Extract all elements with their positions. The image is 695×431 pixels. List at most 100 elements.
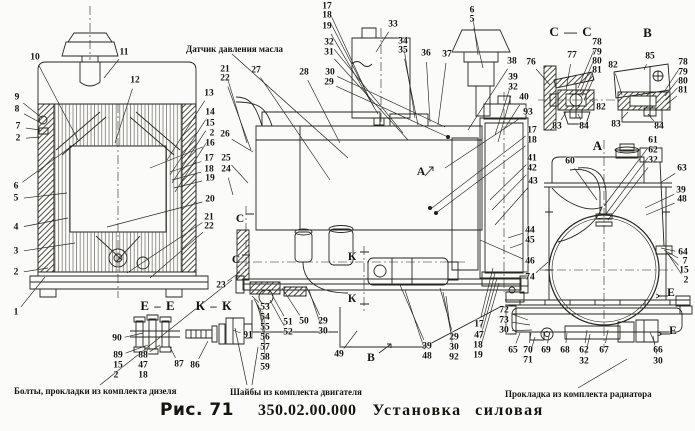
- callout-42: 42: [527, 163, 537, 174]
- callout-leader-lines: [21, 14, 682, 360]
- callout-52: 52: [283, 327, 293, 338]
- callout-61: 61: [648, 135, 658, 146]
- callout-30: 30: [653, 356, 663, 367]
- view-label-Е – Е: Е – Е: [140, 298, 176, 313]
- callout-78: 78: [592, 37, 602, 48]
- view-label-С — С: С — С: [549, 24, 593, 39]
- callout-12: 12: [130, 75, 140, 86]
- callout-76: 76: [526, 57, 536, 68]
- callout-17: 17: [204, 153, 214, 164]
- callout-93: 93: [523, 107, 533, 118]
- callout-30: 30: [499, 325, 509, 336]
- callout-22: 22: [204, 221, 214, 232]
- callout-25: 25: [221, 153, 231, 164]
- callout-81: 81: [678, 85, 688, 96]
- callout-19: 19: [322, 21, 332, 32]
- callout-32: 32: [324, 37, 334, 48]
- annotation-oil-pressure-sensor: Датчик давления масла: [186, 44, 284, 54]
- callout-47: 47: [138, 360, 148, 371]
- callout-68: 68: [560, 345, 570, 356]
- callout-14: 14: [205, 107, 215, 118]
- callout-78: 78: [678, 57, 688, 68]
- callout-84: 84: [654, 121, 664, 132]
- callout-30: 30: [449, 342, 459, 353]
- drawing-number: 350.02.00.000: [257, 402, 357, 419]
- annotation-diesel-kit: Болты, прокладки из комплекта дизеля: [14, 386, 177, 396]
- callout-65: 65: [508, 345, 518, 356]
- callout-64: 64: [678, 247, 688, 258]
- callout-83: 83: [552, 121, 562, 132]
- callout-36: 36: [421, 48, 431, 59]
- callout-17: 17: [322, 1, 332, 12]
- callout-39: 39: [422, 341, 432, 352]
- callout-49: 49: [334, 349, 344, 360]
- callout-6: 6: [469, 5, 475, 16]
- callout-34: 34: [398, 36, 408, 47]
- section-ee-art: [130, 315, 180, 354]
- callout-30: 30: [318, 326, 328, 337]
- callout-83: 83: [611, 119, 621, 130]
- callout-74: 74: [525, 272, 535, 283]
- callout-80: 80: [592, 56, 602, 67]
- section-marker-В: В: [367, 352, 375, 364]
- callout-2: 2: [209, 128, 215, 139]
- callout-38: 38: [507, 56, 517, 67]
- callout-89: 89: [113, 350, 123, 361]
- callout-33: 33: [388, 19, 398, 30]
- callout-57: 57: [260, 342, 270, 353]
- callout-7: 7: [682, 256, 688, 267]
- callout-19: 19: [473, 350, 483, 361]
- callout-21: 21: [220, 64, 230, 75]
- annotation-engine-kit: Шайбы из комплекта двигателя: [230, 387, 362, 397]
- callout-79: 79: [678, 67, 688, 78]
- left-view-art: [30, 6, 208, 298]
- section-marker-С: С: [235, 213, 245, 225]
- section-marker-К: К: [347, 293, 357, 305]
- view-b-art: [614, 64, 670, 122]
- callout-35: 35: [398, 45, 408, 56]
- callout-39: 39: [508, 72, 518, 83]
- callout-56: 56: [260, 332, 270, 343]
- callout-17: 17: [527, 125, 537, 136]
- callout-16: 16: [205, 138, 215, 149]
- callout-31: 31: [324, 47, 334, 58]
- section-marker-Е: Е: [667, 287, 675, 299]
- callout-32: 32: [508, 82, 518, 93]
- callout-72: 72: [499, 305, 509, 316]
- callout-2: 2: [683, 275, 689, 286]
- callout-84: 84: [579, 121, 589, 132]
- figure-caption: Рис. 71 350.02.00.000 Установка силовая: [160, 400, 544, 420]
- callout-30: 30: [325, 67, 335, 78]
- callout-7: 7: [15, 121, 21, 132]
- callout-70: 70: [523, 345, 533, 356]
- callout-41: 41: [527, 153, 537, 164]
- callout-20: 20: [205, 194, 215, 205]
- callout-18: 18: [204, 164, 214, 175]
- callout-23: 23: [216, 280, 226, 291]
- callout-10: 10: [30, 52, 40, 63]
- section-marker-К: К: [347, 251, 357, 263]
- callout-91: 91: [243, 330, 253, 341]
- bottom-tank-art: [505, 287, 692, 342]
- callout-24: 24: [221, 164, 231, 175]
- callout-1: 1: [13, 307, 19, 318]
- callout-29: 29: [449, 332, 459, 343]
- callout-85: 85: [645, 51, 655, 62]
- section-kk-art: [186, 318, 252, 344]
- callout-29: 29: [324, 77, 334, 88]
- callout-18: 18: [322, 10, 332, 21]
- callout-40: 40: [519, 92, 529, 103]
- callout-58: 58: [260, 352, 270, 363]
- callout-2: 2: [13, 267, 19, 278]
- callout-73: 73: [499, 315, 509, 326]
- callout-39: 39: [676, 185, 686, 196]
- callout-45: 45: [525, 235, 535, 246]
- callout-44: 44: [525, 225, 535, 236]
- callout-2: 2: [15, 133, 21, 144]
- callout-3: 3: [13, 246, 19, 257]
- callout-81: 81: [592, 65, 602, 76]
- callout-11: 11: [119, 47, 129, 58]
- callout-53: 53: [260, 302, 270, 313]
